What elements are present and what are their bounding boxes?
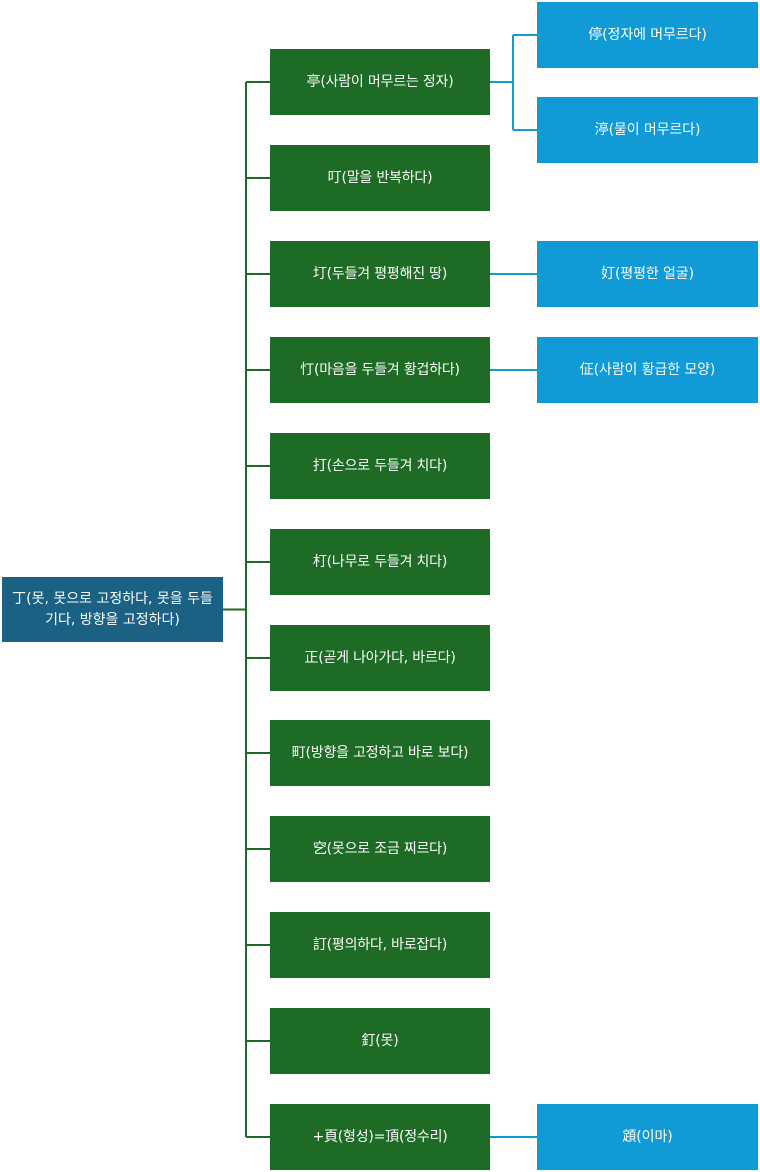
child-node: 町(방향을 고정하고 바로 보다): [270, 720, 490, 786]
child-node: 圢(두들겨 평평해진 땅): [270, 241, 490, 307]
child-node-label: 圢(두들겨 평평해진 땅): [312, 265, 448, 282]
leaf-node-label: 奵(평평한 얼굴): [601, 265, 694, 282]
child-node: 亭(사람이 머무르는 정자): [270, 49, 490, 115]
child-node: 叮(말을 반복하다): [270, 145, 490, 211]
child-node: 穵(못으로 조금 찌르다): [270, 816, 490, 882]
child-node: 朾(나무로 두들겨 치다): [270, 529, 490, 595]
child-node: 忊(마음을 두들겨 황겁하다): [270, 337, 490, 403]
leaf-node-label: 停(정자에 머무르다): [588, 26, 707, 43]
leaf-node-label: 佂(사람이 황급한 모양): [579, 361, 716, 378]
leaf-node-label: 渟(물이 머무르다): [594, 121, 701, 138]
child-node: 釘(못): [270, 1008, 490, 1074]
child-node-label: 訂(평의하다, 바로잡다): [312, 936, 448, 953]
child-node-label: 忊(마음을 두들겨 황겁하다): [300, 361, 460, 378]
leaf-node: 顁(이마): [537, 1104, 758, 1170]
leaf-node-label: 顁(이마): [622, 1128, 673, 1145]
root-node-label: 丁(못, 못으로 고정하다, 못을 두들기다, 방향을 고정하다): [12, 590, 213, 628]
child-node-label: 町(방향을 고정하고 바로 보다): [291, 744, 469, 761]
child-node: 訂(평의하다, 바로잡다): [270, 912, 490, 978]
leaf-node: 停(정자에 머무르다): [537, 2, 758, 68]
leaf-node: 渟(물이 머무르다): [537, 97, 758, 163]
child-node-label: 穵(못으로 조금 찌르다): [312, 840, 448, 857]
leaf-node: 奵(평평한 얼굴): [537, 241, 758, 307]
child-node-label: 亭(사람이 머무르는 정자): [306, 73, 454, 90]
child-node: 正(곧게 나아가다, 바르다): [270, 625, 490, 691]
child-node-label: +頁(형성)=頂(정수리): [312, 1128, 448, 1145]
root-node: 丁(못, 못으로 고정하다, 못을 두들기다, 방향을 고정하다): [2, 577, 223, 642]
child-node-label: 正(곧게 나아가다, 바르다): [304, 649, 456, 666]
child-node-label: 釘(못): [361, 1032, 399, 1049]
child-node-label: 朾(나무로 두들겨 치다): [312, 553, 448, 570]
child-node: 打(손으로 두들겨 치다): [270, 433, 490, 499]
child-node-label: 叮(말을 반복하다): [327, 169, 433, 186]
leaf-node: 佂(사람이 황급한 모양): [537, 337, 758, 403]
child-node-label: 打(손으로 두들겨 치다): [312, 457, 448, 474]
child-node: +頁(형성)=頂(정수리): [270, 1104, 490, 1170]
